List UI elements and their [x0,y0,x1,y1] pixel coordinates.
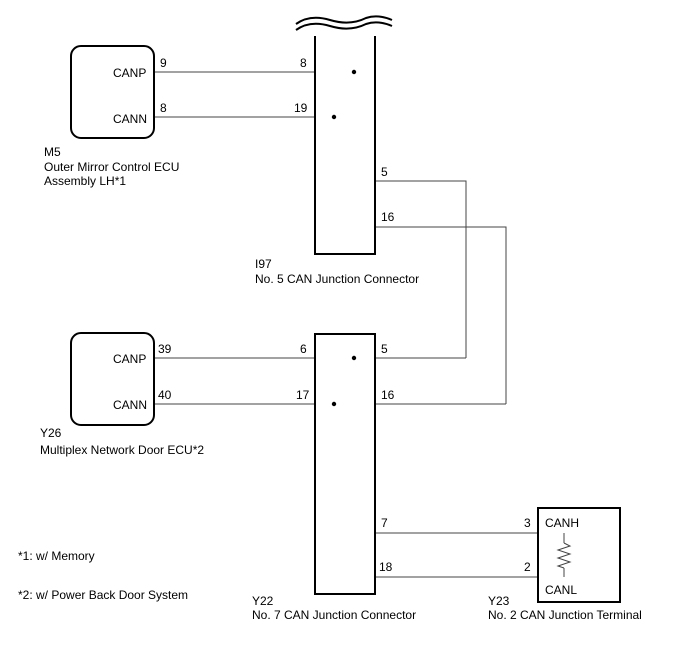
y26-pin-cann: 40 [158,388,172,402]
m5-pin-cann: 8 [160,101,167,115]
y23-pin-canl: 2 [524,560,531,574]
y22-pin-left-top: 6 [300,342,307,356]
ecu-m5-box [70,45,155,139]
m5-cann-label: CANN [113,112,147,126]
y26-code: Y26 [40,426,62,440]
terminal-y23-box [537,507,621,603]
m5-code: M5 [44,145,61,159]
m5-name-line1: Outer Mirror Control ECU [44,160,179,174]
break-mark-top [295,15,393,25]
y22-name: No. 7 CAN Junction Connector [252,608,416,622]
m5-pin-canp: 9 [160,56,167,70]
wire-y22-7-to-y23-canh [353,358,564,534]
i97-code: I97 [255,257,272,271]
i97-pin-left-top: 8 [300,56,307,70]
i97-pin-right-bottom: 16 [381,210,395,224]
y23-pin-canh: 3 [524,516,531,530]
footnote-2: *2: w/ Power Back Door System [18,588,188,602]
footnote-1: *1: w/ Memory [18,549,95,563]
splice-dot [331,114,337,120]
y23-code: Y23 [488,594,510,608]
y22-code: Y22 [252,594,274,608]
y22-pin-right-top: 5 [381,342,388,356]
i97-pin-right-top: 5 [381,165,388,179]
y26-name: Multiplex Network Door ECU*2 [40,443,204,457]
connector-y22-body [314,333,376,595]
connector-i97 [295,15,393,255]
break-mark-bottom [295,21,393,31]
i97-name: No. 5 CAN Junction Connector [255,272,419,286]
y23-canl-label: CANL [545,583,577,597]
terminal-y23 [537,507,621,603]
y22-pin-right-bottom: 16 [381,388,395,402]
y22-pin-left-bottom: 17 [296,388,310,402]
y26-canp-label: CANP [113,352,146,366]
y23-name: No. 2 CAN Junction Terminal [488,608,642,622]
m5-canp-label: CANP [113,66,146,80]
y22-pin-right-lower-top: 7 [381,516,388,530]
ecu-y26-box [70,332,155,426]
m5-name-line2: Assembly LH*1 [44,174,126,188]
y26-cann-label: CANN [113,398,147,412]
splice-dot [351,355,357,361]
splice-dot [351,69,357,75]
i97-pin-left-bottom: 19 [294,101,308,115]
y23-canh-label: CANH [545,516,579,530]
connector-i97-body [314,36,376,255]
splice-dot [331,401,337,407]
y22-pin-right-lower-bottom: 18 [379,560,393,574]
resistor-icon [556,542,572,569]
y26-pin-canp: 39 [158,342,172,356]
